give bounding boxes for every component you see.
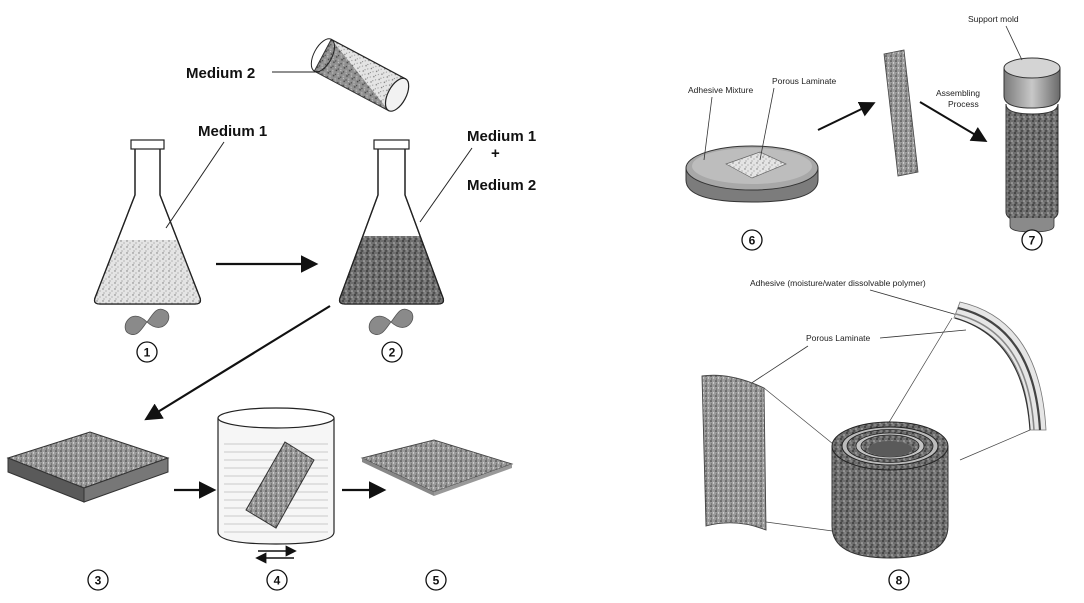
step-2-circle	[381, 341, 403, 363]
step-4-number: 4	[274, 574, 281, 588]
mix-label-plus: +	[491, 145, 500, 162]
flask-1	[93, 139, 202, 305]
mix-leader-line	[419, 147, 473, 223]
mix-label-line1: Medium 1	[467, 128, 536, 145]
step-5-circle	[425, 569, 447, 591]
porous-laminate-bottom-leader	[879, 329, 967, 339]
adhesive-polymer-leader	[869, 289, 969, 319]
porous-laminate-to-sheet-leader	[743, 345, 809, 389]
medium2-tube	[310, 38, 410, 112]
step-6-number: 6	[749, 234, 756, 248]
step-7-number: 7	[1029, 234, 1036, 248]
porous-slab-5	[360, 439, 514, 496]
zoom-connector-lines	[763, 317, 1031, 533]
laminate-strip	[883, 49, 919, 177]
adhesive-polymer-label: Adhesive (moisture/water dissolvable pol…	[750, 278, 926, 288]
medium2-label: Medium 2	[186, 65, 255, 82]
porous-laminate-top-leader	[759, 87, 775, 161]
arrow-6-to-strip	[817, 101, 876, 131]
adhesive-mixture-leader	[703, 96, 713, 161]
mix-label-line2: Medium 2	[467, 177, 536, 194]
porous-laminate-bottom-label: Porous Laminate	[806, 333, 871, 343]
cast-slab-3	[6, 431, 170, 503]
step-2-number: 2	[389, 346, 396, 360]
curved-laminate-sheet	[701, 374, 767, 531]
assembling-label-line1: Assembling	[936, 88, 980, 98]
stir-bar-1	[124, 308, 170, 335]
multilayer-cylinder-8	[831, 421, 949, 559]
medium1-leader-line	[165, 141, 225, 229]
step-3-number: 3	[95, 574, 102, 588]
arrow-strip-to-7	[919, 101, 988, 143]
step-7-circle	[1021, 229, 1043, 251]
adhesive-mixture-label: Adhesive Mixture	[688, 85, 753, 95]
step-8-number: 8	[896, 574, 903, 588]
stir-bar-2	[368, 308, 414, 335]
beaker-4	[217, 407, 335, 545]
step-1-circle	[136, 341, 158, 363]
agitation-arrows	[255, 545, 297, 564]
step-4-circle	[266, 569, 288, 591]
porous-laminate-top-label: Porous Laminate	[772, 76, 837, 86]
support-mold-leader	[1005, 25, 1023, 61]
arrow-2-to-3	[144, 305, 331, 421]
petri-dish-6	[685, 145, 819, 203]
step-6-circle	[741, 229, 763, 251]
step-1-number: 1	[144, 346, 151, 360]
step-5-number: 5	[433, 574, 440, 588]
zoomed-layer-detail	[953, 301, 1047, 431]
assembling-label-line2: Process	[948, 99, 979, 109]
step-3-circle	[87, 569, 109, 591]
support-mold-label: Support mold	[968, 14, 1019, 24]
medium1-label: Medium 1	[198, 123, 267, 140]
support-mold-7	[1003, 57, 1061, 233]
flask-2	[338, 139, 445, 305]
step-8-circle	[888, 569, 910, 591]
